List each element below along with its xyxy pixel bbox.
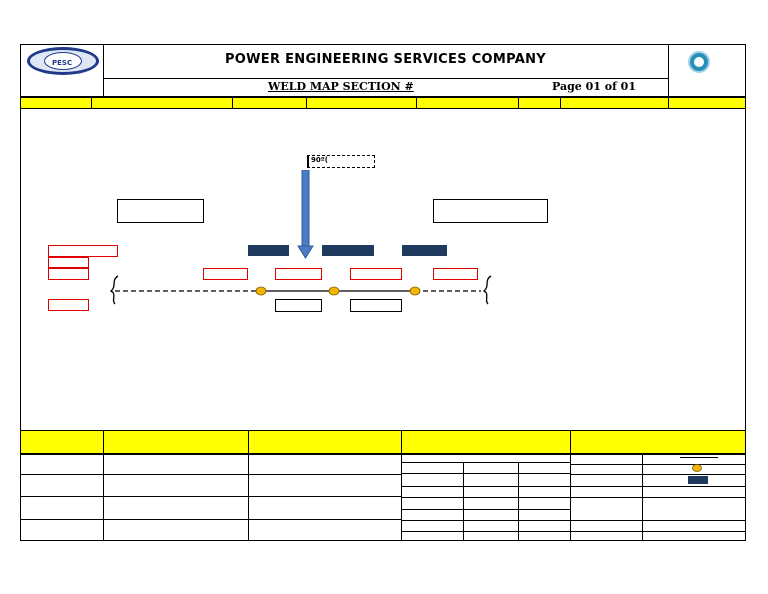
certification-logo-icon <box>688 51 710 73</box>
weld-label-black-1 <box>275 299 322 312</box>
header-yellow-band <box>20 97 746 109</box>
weld-label-red-3 <box>350 268 402 280</box>
pipe-line <box>109 275 492 305</box>
bottom-yellow-band <box>20 430 746 454</box>
weld-joint-2-icon <box>328 286 340 296</box>
info-box-red-4 <box>48 299 89 311</box>
company-logo-text: PESC <box>52 59 73 67</box>
weld-arrow-icon <box>297 170 314 259</box>
company-title: POWER ENGINEERING SERVICES COMPANY <box>224 52 547 67</box>
info-box-red-1 <box>48 245 118 257</box>
header-divider-left <box>103 44 104 97</box>
header-divider-mid <box>103 78 668 79</box>
info-box-red-2 <box>48 257 89 268</box>
weld-label-red-2 <box>275 268 322 280</box>
weld-map-section-label: WELD MAP SECTION # <box>268 80 414 93</box>
page-number: Page 01 of 01 <box>552 80 636 93</box>
weld-joint-3-icon <box>409 286 421 296</box>
weld-label-red-1 <box>203 268 248 280</box>
pipe-label-box-right <box>433 199 548 223</box>
pipe-segment-bar-2 <box>322 245 374 256</box>
header-frame <box>20 44 746 97</box>
angle-label-box <box>307 155 375 168</box>
weld-label-black-2 <box>350 299 402 312</box>
angle-label: 90º( <box>311 156 328 164</box>
drawing-area <box>20 109 746 430</box>
weld-label-red-4 <box>433 268 478 280</box>
legend-weld-joint-icon <box>692 464 702 472</box>
weld-joint-1-icon <box>255 286 267 296</box>
legend-pipe-segment-icon <box>688 476 708 484</box>
pipe-label-box-left <box>117 199 204 223</box>
company-logo-icon: PESC <box>27 47 99 75</box>
info-box-red-3 <box>48 268 89 280</box>
pipe-segment-bar-3 <box>402 245 447 256</box>
pipe-segment-bar-1 <box>248 245 289 256</box>
legend-line-symbol <box>680 457 718 458</box>
header-divider-right <box>668 44 669 97</box>
